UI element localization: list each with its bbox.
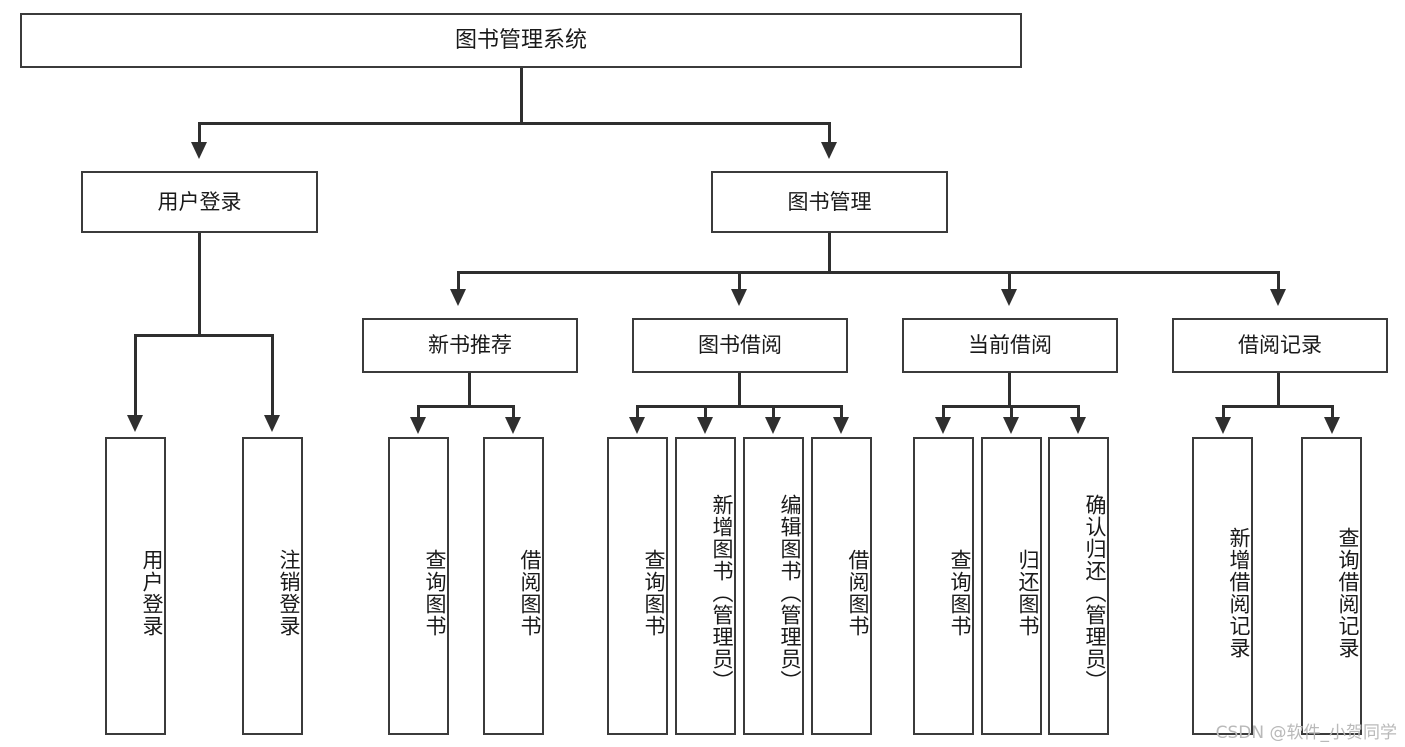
node-label: 查询图书	[948, 549, 972, 637]
node-label: 新增借阅记录	[1227, 527, 1251, 659]
node-label: 借阅记录	[1238, 333, 1322, 358]
connector-current-borrow-child-3	[1077, 405, 1080, 419]
connector-current-borrow-stem	[1008, 373, 1011, 407]
node-book-management[interactable]: 图书管理	[711, 171, 948, 233]
connector-borrow-record-child-2	[1331, 405, 1334, 419]
arrow-new-book-child-1	[410, 417, 426, 434]
connector-new-book-child-1	[417, 405, 420, 419]
connector-book-borrow-child-1	[636, 405, 639, 419]
connector-book-borrow-child-2	[704, 405, 707, 419]
leaf-book-borrow-2[interactable]: 新增图书（管理员）	[675, 437, 736, 735]
leaf-current-borrow-3[interactable]: 确认归还（管理员）	[1048, 437, 1109, 735]
connector-book-borrow-child-4	[840, 405, 843, 419]
arrow-book-borrow-child-2	[697, 417, 713, 434]
arrow-to-book-manage	[821, 142, 837, 159]
connector-to-current-borrow	[1008, 271, 1011, 291]
leaf-user-login-1[interactable]: 用户登录	[105, 437, 166, 735]
arrow-book-borrow-child-1	[629, 417, 645, 434]
arrow-book-borrow-child-4	[833, 417, 849, 434]
node-label: 图书借阅	[698, 333, 782, 358]
arrow-user-login-child-2	[264, 415, 280, 432]
node-label: 新增图书（管理员）	[710, 494, 734, 692]
node-label: 编辑图书（管理员）	[778, 494, 802, 692]
node-current-borrow[interactable]: 当前借阅	[902, 318, 1118, 373]
arrow-to-borrow-record	[1270, 289, 1286, 306]
arrow-current-borrow-child-3	[1070, 417, 1086, 434]
connector-new-book-bar	[417, 405, 515, 408]
node-new-book-recommend[interactable]: 新书推荐	[362, 318, 578, 373]
node-root-system[interactable]: 图书管理系统	[20, 13, 1022, 68]
connector-book-manage-stem	[828, 233, 831, 273]
arrow-book-borrow-child-3	[765, 417, 781, 434]
node-borrow-record[interactable]: 借阅记录	[1172, 318, 1388, 373]
node-label: 图书管理	[787, 189, 872, 214]
leaf-new-book-2[interactable]: 借阅图书	[483, 437, 544, 735]
arrow-to-new-book	[450, 289, 466, 306]
connector-level3-bar	[457, 271, 1280, 274]
arrow-current-borrow-child-2	[1003, 417, 1019, 434]
node-label: 图书管理系统	[454, 27, 587, 53]
node-label: 查询图书	[642, 549, 666, 637]
arrow-current-borrow-child-1	[935, 417, 951, 434]
arrow-to-user-login	[191, 142, 207, 159]
arrow-to-current-borrow	[1001, 289, 1017, 306]
arrow-borrow-record-child-2	[1324, 417, 1340, 434]
node-label: 当前借阅	[968, 333, 1052, 358]
connector-user-login-bar	[134, 334, 273, 337]
leaf-borrow-record-1[interactable]: 新增借阅记录	[1192, 437, 1253, 735]
node-label: 用户登录	[157, 189, 242, 214]
arrow-borrow-record-child-1	[1215, 417, 1231, 434]
connector-current-borrow-child-1	[942, 405, 945, 419]
node-label: 用户登录	[140, 549, 164, 637]
connector-user-login-child-1	[134, 334, 137, 417]
watermark-text: CSDN @软件_小贺同学	[1215, 723, 1397, 743]
leaf-book-borrow-1[interactable]: 查询图书	[607, 437, 668, 735]
connector-book-borrow-child-3	[772, 405, 775, 419]
connector-borrow-record-child-1	[1222, 405, 1225, 419]
node-label: 注销登录	[277, 549, 301, 637]
leaf-current-borrow-2[interactable]: 归还图书	[981, 437, 1042, 735]
arrow-new-book-child-2	[505, 417, 521, 434]
connector-to-book-manage	[828, 122, 831, 144]
connector-to-book-borrow	[738, 271, 741, 291]
node-label: 查询借阅记录	[1336, 527, 1360, 659]
connector-to-new-book	[457, 271, 460, 291]
connector-new-book-child-2	[512, 405, 515, 419]
arrow-user-login-child-1	[127, 415, 143, 432]
node-label: 查询图书	[423, 549, 447, 637]
node-label: 新书推荐	[428, 333, 512, 358]
connector-to-user-login	[198, 122, 201, 144]
leaf-borrow-record-2[interactable]: 查询借阅记录	[1301, 437, 1362, 735]
connector-book-borrow-stem	[738, 373, 741, 407]
connector-to-borrow-record	[1277, 271, 1280, 291]
node-label: 借阅图书	[846, 549, 870, 637]
leaf-user-login-2[interactable]: 注销登录	[242, 437, 303, 735]
connector-user-login-child-2	[271, 334, 274, 417]
arrow-to-book-borrow	[731, 289, 747, 306]
connector-new-book-stem	[468, 373, 471, 407]
connector-current-borrow-child-2	[1010, 405, 1013, 419]
connector-user-login-stem	[198, 233, 201, 336]
node-label: 确认归还（管理员）	[1083, 494, 1107, 692]
connector-borrow-record-bar	[1222, 405, 1334, 408]
leaf-current-borrow-1[interactable]: 查询图书	[913, 437, 974, 735]
leaf-book-borrow-4[interactable]: 借阅图书	[811, 437, 872, 735]
node-label: 归还图书	[1016, 549, 1040, 637]
connector-borrow-record-stem	[1277, 373, 1280, 407]
node-user-login[interactable]: 用户登录	[81, 171, 318, 233]
connector-root-stem	[520, 68, 523, 123]
leaf-book-borrow-3[interactable]: 编辑图书（管理员）	[743, 437, 804, 735]
connector-level2-bar	[198, 122, 831, 125]
connector-book-borrow-bar	[636, 405, 842, 408]
leaf-new-book-1[interactable]: 查询图书	[388, 437, 449, 735]
node-book-borrow[interactable]: 图书借阅	[632, 318, 848, 373]
node-label: 借阅图书	[518, 549, 542, 637]
